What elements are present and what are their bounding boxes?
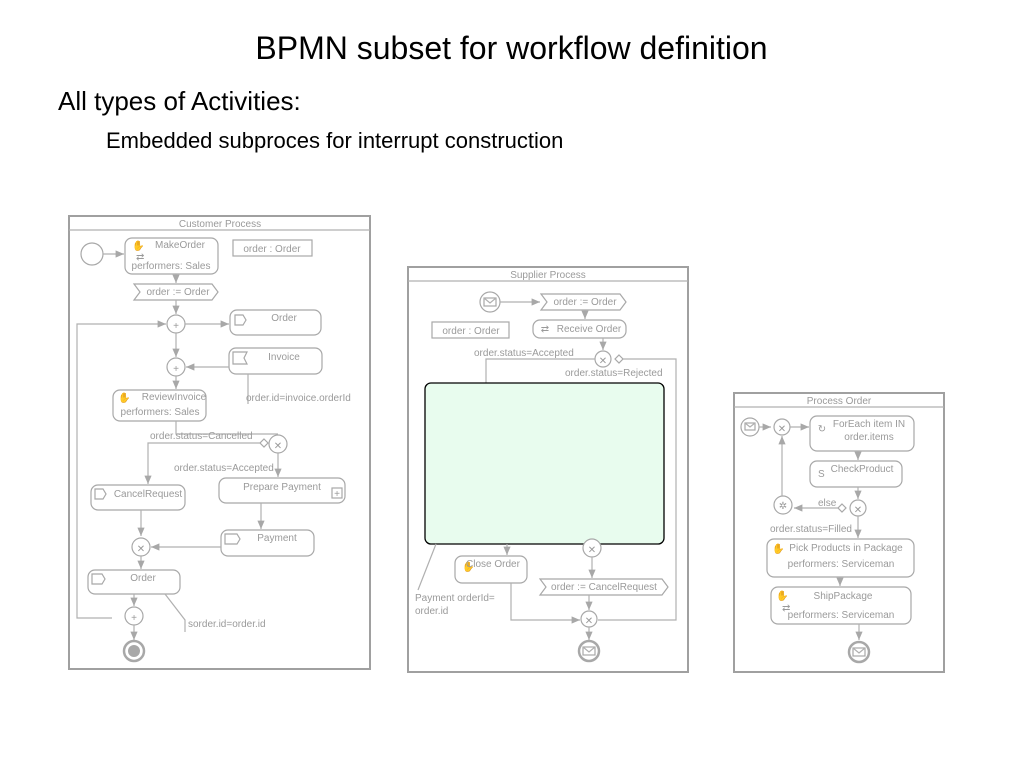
svg-text:✕: ✕ (778, 424, 786, 435)
svg-text:ForEach item IN: ForEach item IN (833, 419, 905, 430)
svg-text:performers: Sales: performers: Sales (132, 261, 211, 272)
svg-text:order.id=invoice.orderId: order.id=invoice.orderId (246, 393, 351, 404)
prepare-payment-subprocess: Prepare Payment + (218, 477, 346, 504)
svg-text:order.status=Rejected: order.status=Rejected (565, 368, 663, 379)
svg-text:Payment orderId=: Payment orderId= (415, 593, 495, 604)
close-order-task: ✋ Close Order (454, 555, 528, 584)
start-event-icon (80, 242, 104, 266)
svg-text:order.status=Accepted: order.status=Accepted (474, 348, 574, 359)
svg-text:Receive Order: Receive Order (557, 324, 622, 335)
svg-text:Payment: Payment (257, 533, 297, 544)
svg-text:order : Order: order : Order (442, 326, 500, 337)
svg-text:✕: ✕ (588, 545, 596, 556)
svg-text:Prepare Payment: Prepare Payment (243, 482, 321, 493)
svg-text:order.id: order.id (415, 606, 448, 617)
svg-text:✕: ✕ (274, 441, 282, 452)
pick-products-task: ✋ Pick Products in Package performers: S… (766, 538, 915, 578)
foreach-loop-task: ↻ ForEach item IN order.items (809, 415, 915, 452)
svg-text:order := Order: order := Order (553, 297, 617, 308)
svg-text:Order: Order (271, 313, 297, 324)
svg-text:order := Order: order := Order (146, 287, 210, 298)
svg-text:Pick Products in Package: Pick Products in Package (789, 543, 903, 554)
hand-icon: ✋ (776, 589, 788, 602)
payment-message-task: Payment (220, 529, 315, 557)
svg-text:✕: ✕ (854, 505, 862, 516)
svg-text:Invoice: Invoice (268, 352, 300, 363)
order-final-task: Order (87, 569, 181, 595)
svg-text:order : Order: order : Order (243, 244, 301, 255)
svg-text:✕: ✕ (585, 616, 593, 627)
svg-text:else: else (818, 498, 837, 509)
svg-text:CancelRequest: CancelRequest (114, 489, 183, 500)
svg-text:performers: Serviceman: performers: Serviceman (788, 559, 895, 570)
script-icon: S (818, 469, 825, 480)
make-order-task: ✋ ⇄ MakeOrder performers: Sales (124, 237, 219, 275)
svg-text:✲: ✲ (779, 501, 787, 512)
svg-text:ReviewInvoice: ReviewInvoice (142, 392, 207, 403)
embedded-subprocess-highlight (424, 382, 665, 545)
svg-text:Close Order: Close Order (466, 559, 521, 570)
order-data-object (431, 321, 510, 339)
bullet-level-1: All types of Activities: (58, 86, 301, 116)
invoice-message-task: Invoice (228, 347, 323, 375)
loop-icon: ↻ (818, 424, 826, 435)
exchange-icon: ⇄ (541, 324, 549, 335)
svg-text:order.items: order.items (844, 432, 893, 443)
assign-order-shape (539, 293, 627, 311)
svg-text:ShipPackage: ShipPackage (814, 591, 873, 602)
svg-text:MakeOrder: MakeOrder (155, 240, 206, 251)
svg-text:order := CancelRequest: order := CancelRequest (551, 582, 657, 593)
svg-text:+: + (173, 321, 179, 332)
svg-text:performers: Sales: performers: Sales (121, 407, 200, 418)
review-invoice-task: ✋ ReviewInvoice performers: Sales (112, 389, 207, 422)
svg-text:sorder.id=order.id: sorder.id=order.id (188, 619, 266, 630)
process-order-pool: Process Order ✕ ↻ ForEach item IN order.… (733, 392, 945, 673)
svg-text:+: + (131, 613, 137, 624)
svg-text:Supplier Process: Supplier Process (510, 270, 586, 281)
slide-title: BPMN subset for workflow definition (255, 30, 768, 66)
svg-text:✕: ✕ (599, 356, 607, 367)
hand-icon: ✋ (118, 391, 130, 404)
order-data-object (232, 239, 313, 257)
intermediate-event-icon (773, 495, 793, 515)
ship-package-task: ✋ ⇄ ShipPackage performers: Serviceman (770, 586, 912, 625)
exchange-icon: ⇄ (782, 603, 790, 614)
hand-icon: ✋ (132, 239, 144, 252)
svg-text:Order: Order (130, 573, 156, 584)
customer-pool-title: Customer Process (179, 219, 261, 230)
svg-text:order.status=Accepted: order.status=Accepted (174, 463, 274, 474)
supplier-process-pool: Supplier Process order := Order order : … (407, 266, 689, 673)
receive-order-task: ⇄ Receive Order (532, 319, 627, 339)
svg-text:Process Order: Process Order (807, 396, 872, 407)
svg-text:✕: ✕ (137, 544, 145, 555)
svg-text:performers: Serviceman: performers: Serviceman (788, 610, 895, 621)
svg-text:CheckProduct: CheckProduct (831, 464, 894, 475)
hand-icon: ✋ (772, 542, 784, 555)
cancel-request-task: CancelRequest (90, 484, 186, 511)
assign-order-shape (132, 283, 219, 301)
exchange-icon: ⇄ (136, 252, 144, 263)
customer-process-pool: Customer Process ✋ ⇄ MakeOrder performer… (68, 215, 371, 670)
svg-text:order.status=Filled: order.status=Filled (770, 524, 852, 535)
check-product-task: S CheckProduct (809, 460, 903, 488)
hand-icon: ✋ (462, 560, 474, 573)
svg-text:+: + (173, 364, 179, 375)
cancel-request-assign-shape (538, 578, 669, 596)
svg-text:+: + (334, 489, 340, 500)
bullet-level-2: Embedded subproces for interrupt constru… (106, 128, 564, 153)
svg-text:order.status=Cancelled: order.status=Cancelled (150, 431, 253, 442)
order-message-task: Order (229, 309, 322, 336)
